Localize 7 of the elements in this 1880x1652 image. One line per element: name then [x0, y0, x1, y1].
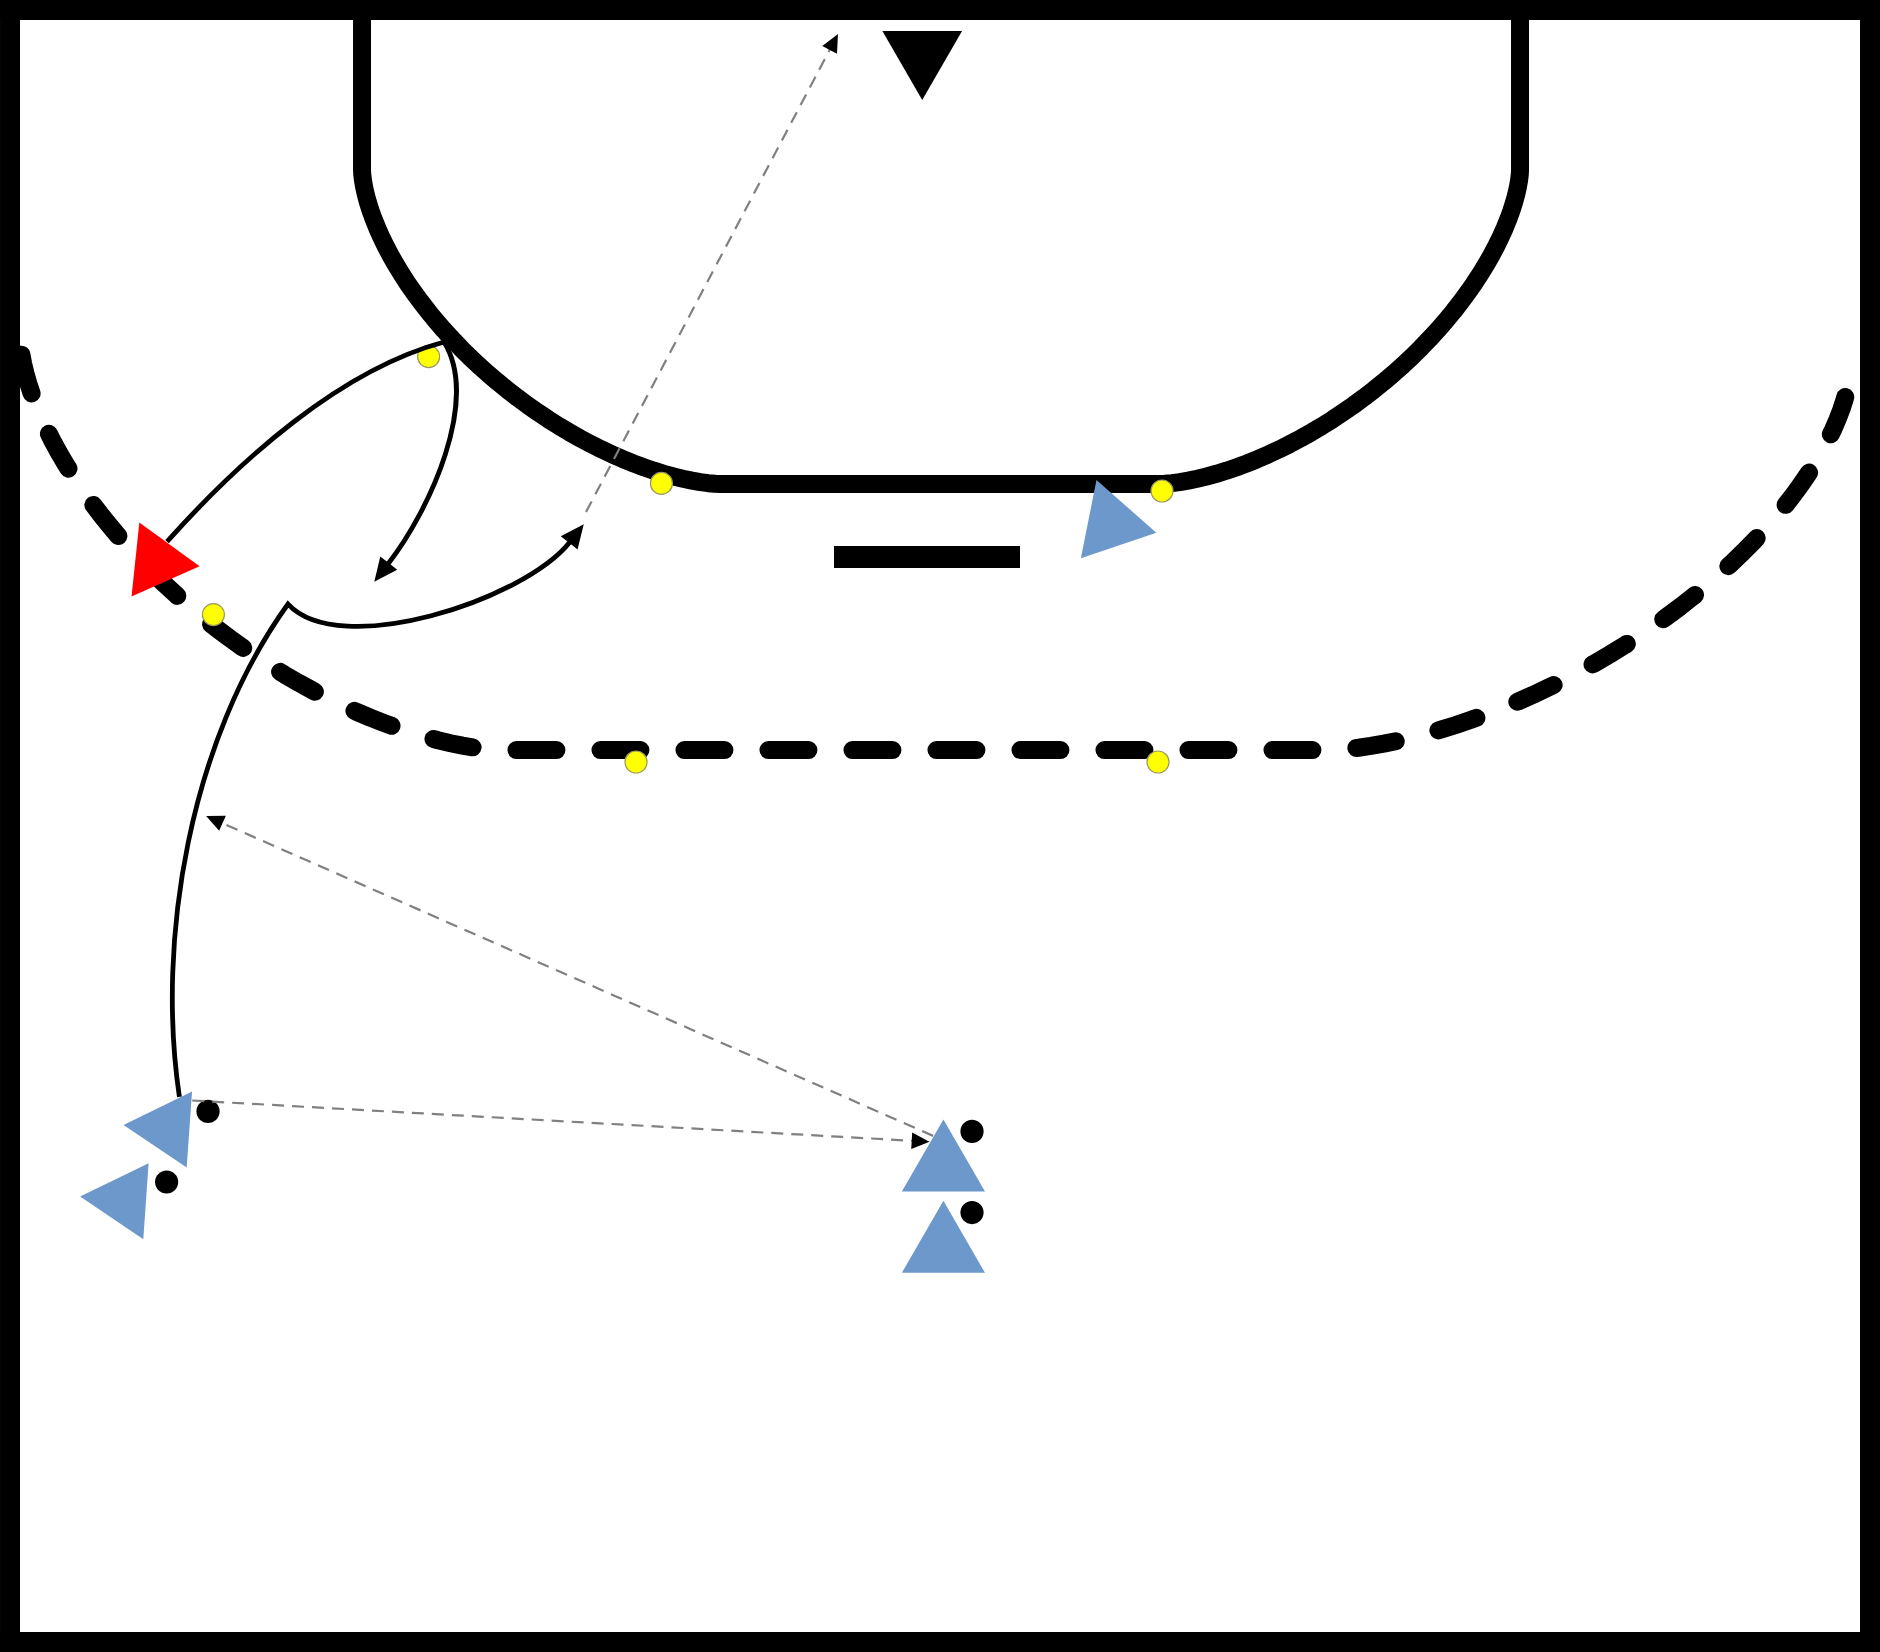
player-triangle — [80, 1163, 149, 1240]
player-triangle — [901, 1119, 985, 1192]
goalkeeper-triangle — [882, 31, 963, 100]
player-triangle — [123, 1091, 193, 1168]
player-triangle — [1080, 480, 1157, 559]
player-triangle — [901, 1200, 985, 1273]
player-triangle — [131, 522, 200, 597]
